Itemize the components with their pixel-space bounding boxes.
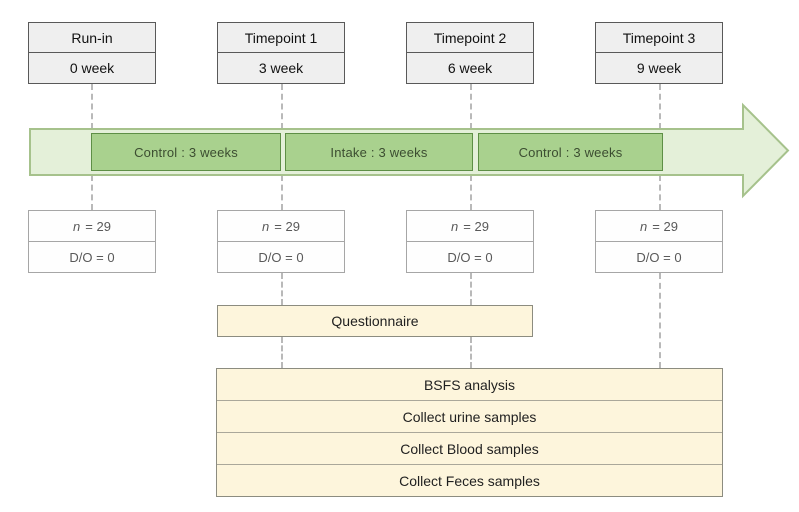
week-label: 0 week <box>69 59 115 76</box>
n-symbol: n <box>262 218 270 234</box>
week-label: 3 week <box>258 59 304 76</box>
timepoint-label: Timepoint 2 <box>407 23 533 53</box>
timepoint-box-3: Timepoint 3 9 week <box>595 22 723 84</box>
sample-size-box-1: n = 29 D/O = 0 <box>217 210 345 273</box>
phase-label: Intake : 3 weeks <box>330 144 428 160</box>
assessment-table: BSFS analysis Collect urine samples Coll… <box>216 368 723 497</box>
n-symbol: n <box>640 218 648 234</box>
dashed-connector <box>91 84 93 129</box>
dropout-value: D/O = 0 <box>258 249 304 265</box>
phase-label: Control : 3 weeks <box>518 144 623 160</box>
phase-box-intake: Intake : 3 weeks <box>285 133 473 171</box>
assessment-row: Collect Feces samples <box>217 464 722 496</box>
sample-size-box-2: n = 29 D/O = 0 <box>406 210 534 273</box>
dashed-connector <box>91 175 93 210</box>
timepoint-box-runin: Run-in 0 week <box>28 22 156 84</box>
week-label: 9 week <box>636 59 682 76</box>
week-label: 6 week <box>447 59 493 76</box>
n-value: = 29 <box>274 218 300 234</box>
dashed-connector <box>281 84 283 129</box>
n-value: = 29 <box>85 218 111 234</box>
dashed-connector <box>281 337 283 368</box>
dashed-connector <box>659 273 661 368</box>
questionnaire-box: Questionnaire <box>217 305 533 337</box>
dropout-value: D/O = 0 <box>636 249 682 265</box>
assessment-row: BSFS analysis <box>423 376 516 393</box>
timepoint-box-2: Timepoint 2 6 week <box>406 22 534 84</box>
sample-size: n = 29 <box>29 211 155 242</box>
timepoint-label: Timepoint 3 <box>596 23 722 53</box>
sample-size-box-3: n = 29 D/O = 0 <box>595 210 723 273</box>
sample-size: n = 29 <box>218 211 344 242</box>
assessment-row: Collect urine samples <box>217 400 722 432</box>
phase-box-control-2: Control : 3 weeks <box>478 133 663 171</box>
phase-box-control-1: Control : 3 weeks <box>91 133 281 171</box>
n-value: = 29 <box>652 218 678 234</box>
questionnaire-label: Questionnaire <box>331 313 419 329</box>
dashed-connector <box>470 84 472 129</box>
timepoint-box-1: Timepoint 1 3 week <box>217 22 345 84</box>
dashed-connector <box>470 337 472 368</box>
dashed-connector <box>470 273 472 305</box>
dashed-connector <box>659 175 661 210</box>
dropout-value: D/O = 0 <box>447 249 493 265</box>
sample-size-box-runin: n = 29 D/O = 0 <box>28 210 156 273</box>
sample-size: n = 29 <box>596 211 722 242</box>
dashed-connector <box>470 175 472 210</box>
dashed-connector <box>281 175 283 210</box>
timepoint-label: Timepoint 1 <box>218 23 344 53</box>
n-value: = 29 <box>463 218 489 234</box>
n-symbol: n <box>451 218 459 234</box>
dashed-connector <box>659 84 661 129</box>
sample-size: n = 29 <box>407 211 533 242</box>
phase-label: Control : 3 weeks <box>134 144 238 160</box>
dashed-connector <box>281 273 283 305</box>
dropout-value: D/O = 0 <box>69 249 115 265</box>
assessment-row: Collect Blood samples <box>217 432 722 464</box>
timepoint-label: Run-in <box>29 23 155 53</box>
n-symbol: n <box>73 218 81 234</box>
